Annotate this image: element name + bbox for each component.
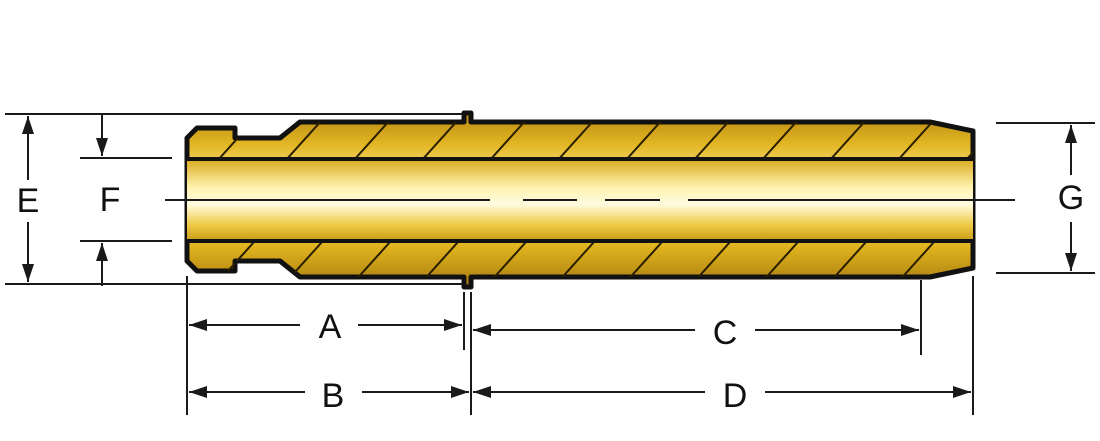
hatch-line (693, 241, 733, 277)
top-wall-hatching (187, 122, 973, 159)
dimension-g: G (1058, 125, 1084, 271)
hatch-line (353, 122, 393, 159)
hatch-line (829, 122, 869, 159)
hatch-line (285, 122, 325, 159)
hatch-line (625, 241, 665, 277)
hatch-line (489, 122, 529, 159)
hatch-line (187, 122, 189, 159)
hatch-line (421, 241, 461, 277)
hatch-line (897, 122, 937, 159)
dimension-e: E (17, 116, 40, 282)
hatch-line (557, 122, 597, 159)
dimension-d: D (473, 377, 971, 415)
hatch-line (761, 241, 801, 277)
hatch-line (693, 122, 733, 159)
hatch-line (557, 241, 597, 277)
bottom-wall-hatching (187, 241, 973, 277)
hatch-line (965, 122, 973, 159)
label-f: F (100, 181, 121, 219)
label-g: G (1058, 179, 1084, 217)
hatch-line (421, 122, 461, 159)
hatch-line (761, 122, 801, 159)
hatch-line (625, 122, 665, 159)
label-d: D (723, 377, 748, 415)
dimension-b: B (189, 377, 469, 415)
dimension-c: C (473, 314, 919, 352)
hatch-line (489, 241, 529, 277)
extension-lines (5, 113, 1095, 415)
hatch-line (829, 241, 869, 277)
hatch-line (897, 241, 937, 277)
label-b: B (322, 377, 345, 415)
dimension-a: A (189, 308, 462, 346)
hatch-line (187, 241, 189, 277)
label-c: C (713, 314, 738, 352)
hatch-line (353, 241, 393, 277)
dimension-f: F (96, 114, 120, 286)
label-a: A (319, 308, 342, 346)
label-e: E (17, 182, 40, 220)
